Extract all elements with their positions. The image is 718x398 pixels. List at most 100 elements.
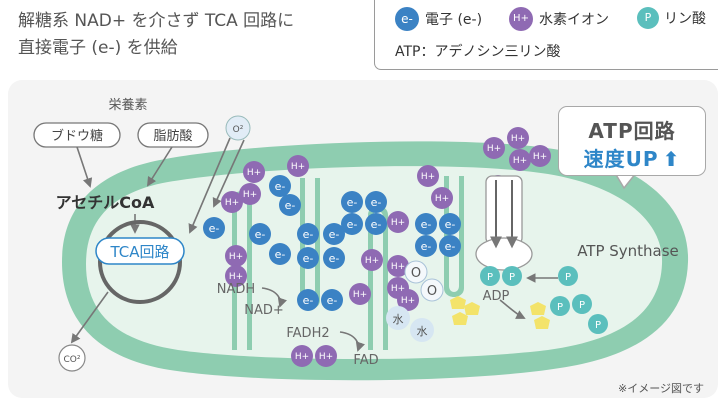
phosphate-group: P P P P P P bbox=[480, 266, 608, 334]
legend-atp-definition: ATP：アデノシン三リン酸 bbox=[395, 41, 560, 61]
hydrogen-icon: H+ bbox=[509, 7, 533, 31]
electron-text: e- bbox=[371, 218, 382, 231]
fadh2-label: FADH2 bbox=[286, 326, 329, 341]
electron-text: e- bbox=[329, 228, 340, 241]
hydrogen-ion bbox=[291, 345, 313, 367]
hydrogen-ion bbox=[509, 149, 531, 171]
phosphate-text: P bbox=[557, 302, 563, 313]
tca-cycle-pill bbox=[95, 237, 185, 265]
electron-particle bbox=[439, 213, 461, 235]
acetyl-coa-label: アセチルCoA bbox=[56, 193, 155, 212]
electron-text: e- bbox=[327, 294, 338, 307]
hydrogen-ion bbox=[225, 265, 247, 287]
water-text: 水 bbox=[417, 325, 428, 338]
electron-particle bbox=[415, 213, 437, 235]
oxygen-bubble bbox=[225, 115, 251, 141]
electron-text: e- bbox=[285, 199, 296, 212]
adp-label: ADP bbox=[483, 289, 510, 304]
phosphate-particle bbox=[502, 266, 522, 286]
phosphate-particle bbox=[480, 266, 500, 286]
electron-text: e- bbox=[303, 228, 314, 241]
electron-particle bbox=[439, 235, 461, 257]
hydrogen-ion bbox=[507, 127, 529, 149]
hydrogen-text: H+ bbox=[401, 296, 415, 306]
legend-hydrogen-label: 水素イオン bbox=[539, 12, 609, 28]
adp-arrow bbox=[499, 299, 526, 319]
oxygen-atom-text: O bbox=[427, 284, 437, 299]
hydrogen-text: H+ bbox=[487, 144, 501, 154]
atp-definition-text: ATP：アデノシン三リン酸 bbox=[395, 44, 561, 60]
hydrogen-text: H+ bbox=[247, 168, 261, 178]
electron-particle bbox=[365, 213, 387, 235]
tca-cycle-ring bbox=[98, 220, 182, 304]
legend-electron: e- 電子 (e-) bbox=[395, 7, 482, 31]
phosphate-text: P bbox=[579, 300, 585, 311]
hydrogen-text: H+ bbox=[365, 256, 379, 266]
electron-particle bbox=[297, 289, 319, 311]
electron-particle bbox=[269, 175, 291, 197]
phosphate-text: P bbox=[509, 272, 515, 283]
electron-group: e- e- e- e- e- e- e- e- e- e- e- e- e- e… bbox=[203, 175, 461, 311]
nad-plus-label: NAD+ bbox=[244, 303, 284, 318]
co2-bubble bbox=[58, 344, 86, 372]
electron-text: e- bbox=[275, 248, 286, 261]
fatty-acid-pill bbox=[137, 122, 209, 148]
headline-line-2: 直接電子 (e-) を供給 bbox=[18, 38, 178, 58]
hydrogen-ion bbox=[417, 165, 439, 187]
glucose-arrow bbox=[76, 146, 93, 188]
hydrogen-text: H+ bbox=[243, 190, 257, 200]
hydrogen-text: H+ bbox=[513, 156, 527, 166]
atp-speed-badge: ATP回路 速度UP⬆ bbox=[558, 106, 706, 176]
electron-particle bbox=[323, 223, 345, 245]
image-note: ※イメージ図です bbox=[618, 382, 704, 395]
hydrogen-text: H+ bbox=[291, 162, 305, 172]
electron-text: e- bbox=[421, 240, 432, 253]
electron-particle bbox=[269, 243, 291, 265]
hydrogen-ion bbox=[239, 183, 261, 205]
electron-particle bbox=[297, 247, 319, 269]
electron-text: e- bbox=[329, 252, 340, 265]
hydrogen-ion bbox=[221, 191, 243, 213]
electron-text: e- bbox=[303, 252, 314, 265]
hydrogen-ion bbox=[397, 289, 419, 311]
electron-text: e- bbox=[255, 228, 266, 241]
co2-arrow bbox=[70, 291, 109, 344]
hydrogen-text: H+ bbox=[229, 252, 243, 262]
electron-text: e- bbox=[445, 218, 456, 231]
electron-text: e- bbox=[371, 196, 382, 209]
phosphate-particle bbox=[588, 314, 608, 334]
oxygen-atom bbox=[404, 260, 428, 284]
co2-label: CO² bbox=[64, 355, 81, 365]
electron-text: e- bbox=[421, 218, 432, 231]
electron-particle bbox=[203, 217, 225, 239]
legend-hydrogen: H+ 水素イオン bbox=[509, 7, 609, 31]
fatty-acid-label: 脂肪酸 bbox=[153, 128, 192, 144]
hydrogen-ion bbox=[483, 137, 505, 159]
hydrogen-ion bbox=[431, 187, 453, 209]
hydrogen-text: H+ bbox=[391, 284, 405, 294]
fatty-acid-arrow bbox=[146, 146, 173, 187]
hydrogen-text: H+ bbox=[225, 198, 239, 208]
hydrogen-text: H+ bbox=[421, 172, 435, 182]
phosphate-particle bbox=[572, 294, 592, 314]
electron-particle bbox=[415, 235, 437, 257]
oxygen-atom bbox=[420, 278, 444, 302]
hydrogen-text: H+ bbox=[353, 290, 367, 300]
phosphate-text: P bbox=[565, 272, 571, 283]
hydrogen-ion bbox=[387, 255, 409, 277]
fadh2-arrow bbox=[339, 331, 365, 352]
fad-label: FAD bbox=[353, 353, 378, 368]
hydrogen-text: H+ bbox=[533, 152, 547, 162]
headline: 解糖系 NAD+ を介さず TCA 回路に 直接電子 (e-) を供給 bbox=[18, 8, 294, 62]
atp-synthase-label: ATP Synthase bbox=[577, 242, 679, 260]
hydrogen-text: H+ bbox=[229, 272, 243, 282]
water-molecule bbox=[386, 306, 410, 330]
oxygen-atom-text: O bbox=[411, 266, 421, 281]
phosphate-text: P bbox=[595, 320, 601, 331]
hydrogen-text: H+ bbox=[391, 262, 405, 272]
hydrogen-ion bbox=[315, 345, 337, 367]
sugar-pentagons bbox=[450, 296, 550, 329]
electron-particle bbox=[341, 191, 363, 213]
hydrogen-text: H+ bbox=[295, 352, 309, 362]
phosphate-text: P bbox=[487, 272, 493, 283]
